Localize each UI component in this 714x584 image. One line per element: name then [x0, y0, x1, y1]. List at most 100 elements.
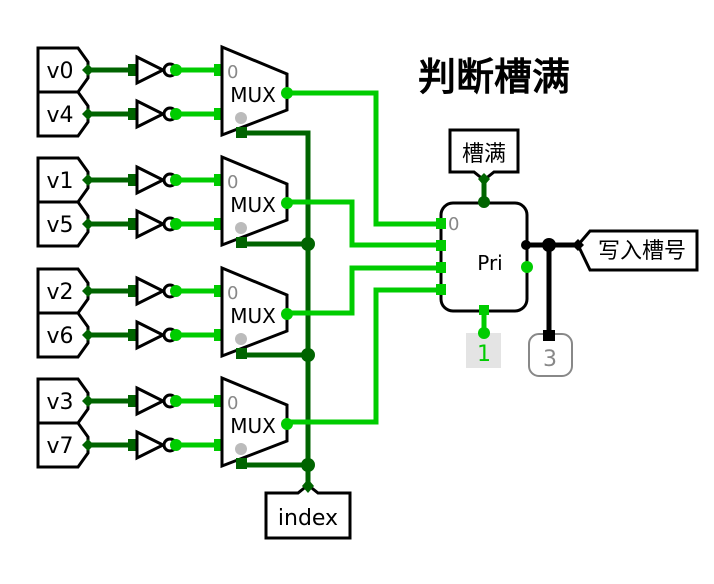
- input-pin-body: [36, 200, 90, 248]
- not-gate-input: [128, 439, 139, 451]
- not-output: [170, 218, 182, 230]
- input-pin-connector: [82, 395, 94, 407]
- input-pin-v2[interactable]: v2: [36, 267, 139, 315]
- input-pin-v4[interactable]: v4: [36, 90, 139, 138]
- input-pin-connector: [82, 174, 94, 186]
- probe: 1: [466, 327, 501, 368]
- slot-bus: [525, 242, 578, 335]
- output-slot-label: 写入槽号: [598, 239, 686, 264]
- input-pin-v5[interactable]: v5: [36, 200, 139, 248]
- junction-select-1: [301, 237, 315, 251]
- pri-group-out: [521, 261, 533, 273]
- slot-pin-connector: [572, 239, 584, 251]
- input-pin-body: [36, 311, 90, 359]
- pri-input0-label: 0: [448, 214, 459, 235]
- mux-label: MUX: [230, 304, 276, 328]
- wire-mux2-out: [287, 265, 442, 316]
- input-pin-connector: [82, 285, 94, 297]
- mux-label: MUX: [230, 193, 276, 217]
- mux-input: [214, 108, 225, 120]
- priority-encoder[interactable]: 0 Pri: [436, 196, 533, 315]
- mux-select-input: [236, 237, 247, 248]
- index-pin[interactable]: index: [264, 479, 352, 540]
- select-bus: [243, 130, 487, 485]
- not-gate: [135, 319, 225, 351]
- not-gate-input: [128, 108, 139, 120]
- not-gate: [135, 54, 225, 86]
- wire-mux3-out: [287, 287, 442, 425]
- mux-input0-label: 0: [227, 62, 238, 83]
- pri-out: [521, 240, 531, 250]
- mux-output: [281, 197, 293, 209]
- input-pin-label: v3: [46, 390, 73, 415]
- input-pin-connector: [82, 329, 94, 341]
- mux-label: MUX: [230, 83, 276, 107]
- input-pin-connector: [82, 108, 94, 120]
- mux-select-input: [236, 127, 247, 138]
- not-gate: [135, 385, 225, 417]
- wire-select-bus: [243, 130, 311, 485]
- index-pin-connector: [302, 479, 314, 493]
- input-pin-label: v1: [46, 169, 73, 194]
- input-pin-v0[interactable]: v0: [36, 46, 139, 94]
- input-pin-v1[interactable]: v1: [36, 156, 139, 204]
- mux-select-dot: [235, 443, 247, 455]
- not-gate: [135, 98, 225, 130]
- input-pin-connector: [82, 218, 94, 230]
- output-full-label: 槽满: [462, 142, 506, 167]
- mux-input: [214, 285, 225, 297]
- output-full-pin: 槽满: [448, 128, 520, 186]
- pri-enable-in: [478, 196, 490, 208]
- not-gate-input: [128, 329, 139, 341]
- mux-input0-label: 0: [227, 393, 238, 414]
- mux-input: [214, 174, 225, 186]
- not-output: [170, 64, 182, 76]
- full-pin-connector: [478, 173, 490, 186]
- pri-in-0: [436, 218, 446, 229]
- circuit-title: 判断槽满: [418, 55, 570, 99]
- mux-output: [281, 87, 293, 99]
- constant: 3: [528, 330, 573, 377]
- input-pin-v3[interactable]: v3: [36, 377, 139, 425]
- not-output: [170, 108, 182, 120]
- pri-enable-out: [479, 305, 489, 315]
- mux-output: [281, 418, 293, 430]
- input-pin-connector: [82, 439, 94, 451]
- constant-value: 3: [543, 347, 557, 372]
- probe-value: 1: [477, 342, 491, 367]
- not-gate-input: [128, 64, 139, 76]
- output-slot-pin: 写入槽号: [572, 229, 699, 272]
- mux-select-input: [236, 458, 247, 469]
- not-output: [170, 285, 182, 297]
- pri-in-1: [436, 240, 446, 251]
- mux-input: [214, 439, 225, 451]
- input-pin-v7[interactable]: v7: [36, 421, 139, 469]
- input-pin-body: [36, 421, 90, 469]
- index-label: index: [278, 506, 338, 531]
- mux-select-dot: [235, 333, 247, 345]
- mux-label: MUX: [230, 414, 276, 438]
- input-pin-label: v0: [46, 59, 73, 84]
- mux-input0-label: 0: [227, 172, 238, 193]
- not-gate: [135, 164, 225, 196]
- wire-mux1-out: [287, 199, 442, 248]
- input-pin-v6[interactable]: v6: [36, 311, 139, 359]
- input-pin-connector: [82, 64, 94, 76]
- pri-in-2: [436, 262, 446, 273]
- input-pin-label: v6: [46, 324, 73, 349]
- not-gate-input: [128, 218, 139, 230]
- input-pin-body: [36, 90, 90, 138]
- mux-select-dot: [235, 222, 247, 234]
- not-gate-input: [128, 285, 139, 297]
- not-output: [170, 439, 182, 451]
- junction-select-2: [301, 348, 315, 362]
- mux-input: [214, 218, 225, 230]
- not-gate: [135, 429, 225, 461]
- junction-select-3: [301, 458, 315, 472]
- mux-input0-label: 0: [227, 283, 238, 304]
- pri-in-3: [436, 284, 446, 295]
